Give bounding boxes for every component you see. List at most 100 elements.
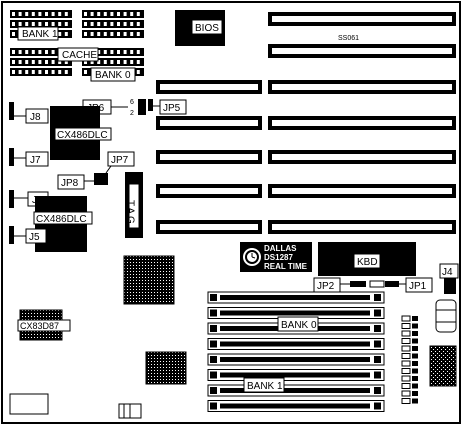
resistor-pack-dark [412, 376, 418, 381]
resistor-pack [401, 330, 411, 337]
cache-sip-pin [123, 22, 127, 26]
cache-sip-pin [130, 50, 134, 54]
cache-sip-pin [123, 12, 127, 16]
cache-sip-pin [84, 32, 87, 36]
jp8-label-box [57, 174, 85, 190]
simm-slots [207, 291, 385, 412]
cache-sip-pin [58, 12, 62, 16]
kbd-label-box [353, 253, 381, 269]
resistor-pack [401, 323, 411, 329]
bios-label-box [191, 19, 223, 35]
cache-sip-pin [12, 32, 15, 36]
jp5-label: JP5 [163, 103, 181, 114]
dallas-label-1: DALLAS [264, 244, 297, 253]
resistor-packs [401, 315, 418, 404]
jp7-label-box [107, 151, 135, 167]
cache-sip-pin [31, 60, 35, 64]
bank0-label-box [277, 316, 319, 332]
simm-latch-right [374, 309, 381, 317]
fpu-label: CX83D87 [20, 321, 59, 331]
cache-sip-pin [64, 70, 68, 74]
bank1-label-box [243, 377, 285, 393]
resistor-pack [401, 383, 411, 389]
simm-latch-right [374, 402, 381, 410]
cache-sip-pin [51, 70, 55, 74]
cache-sip-pin [103, 32, 107, 36]
isa-slot-opening [272, 120, 452, 126]
cache-sip-pin [38, 50, 42, 54]
jp1-label: JP1 [409, 281, 427, 292]
cache-sip-pin [18, 50, 22, 54]
jp2-header [350, 281, 366, 287]
resistor-pack [401, 360, 411, 367]
cache-sip-pin [117, 50, 120, 54]
isa-slot-ext-opening [160, 120, 258, 126]
cache-sip-pin [103, 22, 107, 26]
cache-sip-pin [103, 12, 107, 16]
cache-sip-pin [12, 70, 15, 74]
simm-latch-left [210, 325, 217, 332]
kbd-label: KBD [357, 257, 378, 268]
j6-connector [9, 190, 14, 208]
cache-sip-pin [90, 60, 94, 64]
cache-sip-pin [31, 50, 35, 54]
cache-sip-pin [110, 32, 114, 36]
cache-sip-pin [31, 70, 35, 74]
cache-sip-pin [25, 50, 29, 54]
isa-slot-ext-opening [160, 84, 258, 90]
simm-contact-strip [220, 357, 370, 362]
cache-sip-pin [130, 32, 134, 36]
simm-latch-right [374, 387, 381, 394]
cache-sip-pin [45, 50, 48, 54]
simm-latch-left [210, 294, 217, 301]
isa-slot-opening [272, 48, 452, 54]
cache-sip-pin [117, 22, 120, 26]
simm-latch-left [210, 387, 217, 394]
cache-sip-pin [136, 50, 140, 54]
cache-sip-pin [136, 60, 140, 64]
cache-sip-pin [97, 12, 101, 16]
j4-label: J4 [442, 267, 453, 278]
cache-label: CACHE [62, 50, 97, 61]
cache-sip-pin [97, 60, 101, 64]
isa-slot-opening [272, 188, 452, 194]
dallas-label-2: DS1287 [264, 253, 293, 262]
cache-sip-pin [51, 60, 55, 64]
bank1-bottom-label: BANK 1 [247, 381, 283, 392]
simm-latch-right [374, 294, 381, 301]
j7-label: J7 [30, 155, 41, 166]
isa-slot-opening [272, 224, 452, 230]
tag-label-box [128, 183, 140, 229]
cache-label-box [57, 47, 99, 62]
cache-sip-pin [130, 12, 134, 16]
cache-sip-pin [64, 22, 68, 26]
cache-sip-pin [51, 22, 55, 26]
jp6-pin-top: 6 [130, 99, 134, 106]
simm-latch-left [210, 309, 217, 317]
simm-latch-left [210, 371, 217, 379]
jp5-label-box [159, 99, 187, 115]
resistor-pack [401, 338, 411, 344]
cache-sip-pin [110, 50, 114, 54]
cache-sip-pin [12, 12, 15, 16]
resistor-pack-dark [412, 368, 418, 374]
cache-sip-pin [51, 50, 55, 54]
cache-sram-chips [10, 10, 144, 82]
cache-sip-pin [45, 22, 48, 26]
resistor-pack-dark [412, 361, 418, 366]
cache-sip-pin [18, 70, 22, 74]
cache-sip-pin [117, 32, 120, 36]
cache-sip-pin [130, 22, 134, 26]
resistor-pack [401, 375, 411, 382]
cache-sip-pin [136, 12, 140, 16]
cache-sip-pin [25, 70, 29, 74]
bank1-top-label-box [17, 26, 59, 41]
cache-sip-pin [31, 22, 35, 26]
jp2-label: JP2 [317, 281, 335, 292]
j5-label: J5 [29, 232, 40, 243]
resistor-pack [401, 315, 411, 322]
cache-sip-pin [31, 12, 35, 16]
cpu-2-label: CX486DLC [36, 214, 87, 225]
resistor-pack-dark [412, 391, 418, 396]
